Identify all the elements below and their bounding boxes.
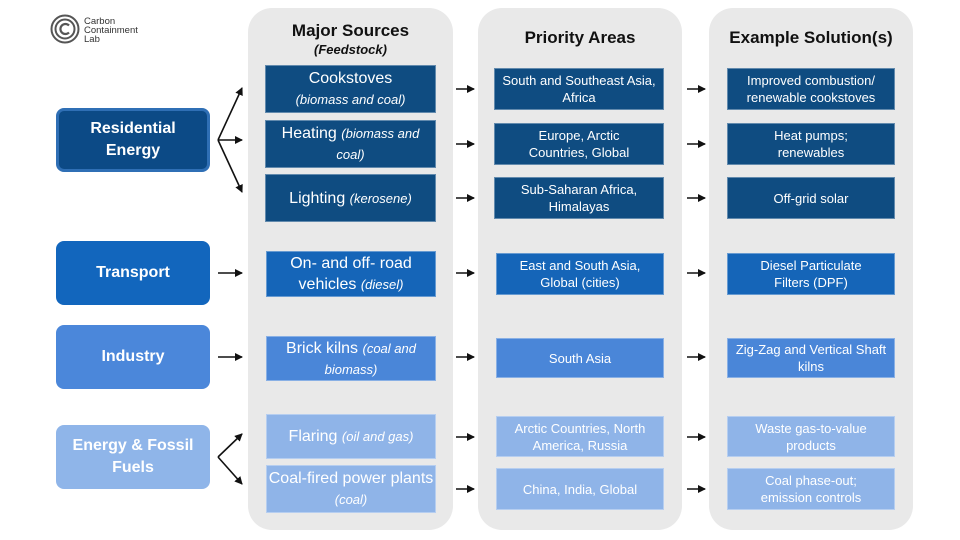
priority-box: South and Southeast Asia, Africa <box>494 68 664 110</box>
solution-box: Coal phase-out; emission controls <box>727 468 895 510</box>
priority-box: Arctic Countries, North America, Russia <box>496 416 664 457</box>
carbon-containment-lab-logo: Carbon Containment Lab <box>50 14 160 46</box>
logo-line: Carbon <box>84 16 116 27</box>
source-note: (kerosene) <box>349 190 412 206</box>
priority-label: Sub-Saharan Africa, Himalayas <box>520 182 638 214</box>
solution-label: Waste gas-to-value products <box>755 420 867 453</box>
sector-industry: Industry <box>56 325 210 389</box>
source-box: Coal-fired power plants (coal) <box>266 465 436 513</box>
sector-energy-fossil-fuels: Energy & Fossil Fuels <box>56 425 210 489</box>
source-label: Flaring <box>288 428 338 445</box>
logo-line: Lab <box>84 34 100 45</box>
solution-label: Off-grid solar <box>773 190 849 206</box>
solution-label: Diesel Particulate Filters (DPF) <box>760 258 862 290</box>
logo-line: Containment <box>84 25 138 36</box>
solution-box: Off-grid solar <box>727 177 895 219</box>
sources-subtitle: (Feedstock) <box>314 42 387 57</box>
source-box: On- and off- road vehicles (diesel) <box>266 251 436 297</box>
source-note: (oil and gas) <box>341 429 414 444</box>
solution-label: Coal phase-out; emission controls <box>760 473 862 505</box>
source-box: Heating (biomass and coal) <box>265 120 436 168</box>
sector-label: Industry <box>101 348 165 365</box>
solution-box: Diesel Particulate Filters (DPF) <box>727 253 895 295</box>
source-note: (biomass and coal) <box>295 92 406 107</box>
solution-box: Zig-Zag and Vertical Shaft kilns <box>727 338 895 378</box>
priority-box: Sub-Saharan Africa, Himalayas <box>494 177 664 219</box>
source-note: (coal) <box>334 492 368 507</box>
priority-box: China, India, Global <box>496 468 664 510</box>
sources-title: Major Sources <box>291 21 410 40</box>
arrow-icon <box>217 456 243 485</box>
priority-label: South and Southeast Asia, Africa <box>502 73 656 105</box>
priority-label: Europe, Arctic Countries, Global <box>528 128 630 160</box>
sector-residential-energy: Residential Energy <box>56 108 210 172</box>
sector-label: Transport <box>96 264 170 281</box>
source-box: Flaring (oil and gas) <box>266 414 436 459</box>
solution-box: Heat pumps; renewables <box>727 123 895 165</box>
priority-box: Europe, Arctic Countries, Global <box>494 123 664 165</box>
source-label: Cookstoves <box>308 70 393 87</box>
arrow-icon <box>217 139 243 193</box>
arrow-icon <box>217 87 243 141</box>
sector-transport: Transport <box>56 241 210 305</box>
priority-title: Priority Areas <box>524 28 636 47</box>
solution-label: Heat pumps; renewables <box>774 128 848 160</box>
priority-label: East and South Asia, Global (cities) <box>519 258 641 290</box>
source-box: Cookstoves (biomass and coal) <box>265 65 436 113</box>
arrow-icon <box>217 433 243 458</box>
solution-box: Improved combustion/ renewable cookstove… <box>727 68 895 110</box>
source-label: Coal-fired power plants <box>268 470 434 487</box>
priority-label: China, India, Global <box>522 481 638 497</box>
priority-box: East and South Asia, Global (cities) <box>496 253 664 295</box>
source-note: (diesel) <box>360 277 404 292</box>
source-label: Heating <box>281 125 337 142</box>
source-box: Brick kilns (coal and biomass) <box>266 336 436 381</box>
solution-label: Improved combustion/ renewable cookstove… <box>746 73 876 105</box>
sector-label: Residential Energy <box>90 120 176 159</box>
logo-icon <box>50 14 80 44</box>
source-note: (coal and biomass) <box>324 340 416 377</box>
source-box: Lighting (kerosene) <box>265 174 436 222</box>
source-label: Lighting <box>289 189 346 207</box>
solution-box: Waste gas-to-value products <box>727 416 895 457</box>
solution-label: Zig-Zag and Vertical Shaft kilns <box>735 342 887 374</box>
sector-label: Energy & Fossil Fuels <box>72 437 194 476</box>
solutions-title: Example Solution(s) <box>729 28 893 47</box>
source-label: Brick kilns <box>286 339 359 357</box>
source-note: (biomass and coal) <box>336 126 420 162</box>
priority-label: South Asia <box>548 350 612 366</box>
source-label: On- and off- road vehicles <box>290 255 412 293</box>
priority-box: South Asia <box>496 338 664 378</box>
priority-label: Arctic Countries, North America, Russia <box>514 420 646 453</box>
